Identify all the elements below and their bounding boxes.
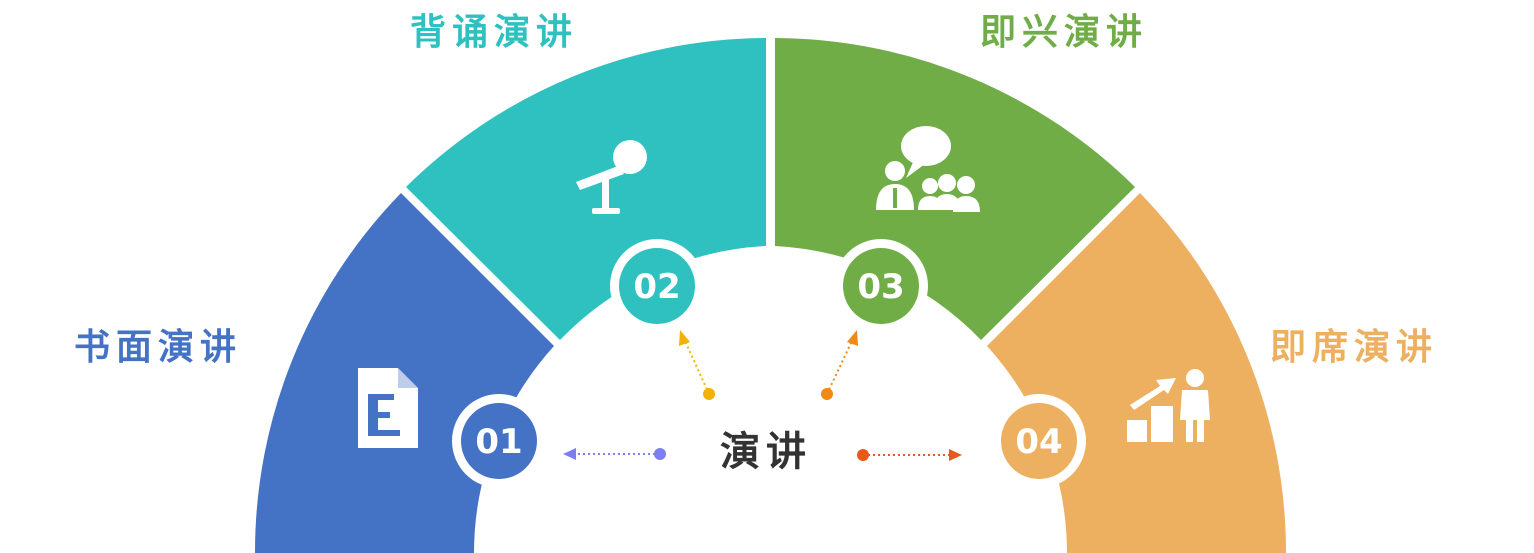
segment-memorized-speech xyxy=(406,38,766,340)
label-extemporaneous-speech: 即席演讲 xyxy=(1270,327,1439,368)
svg-text:02: 02 xyxy=(633,267,680,307)
speaking-audience-icon xyxy=(876,126,980,212)
arrow-to-03 xyxy=(821,330,858,400)
arrow-to-04 xyxy=(857,449,962,461)
arrow-to-01 xyxy=(563,448,666,460)
center-title: 演讲 xyxy=(720,429,812,475)
arrow-to-02 xyxy=(679,330,715,400)
microphone-icon xyxy=(576,140,647,214)
number-badge-02: 02 xyxy=(610,239,704,333)
label-impromptu-speech: 即兴演讲 xyxy=(980,12,1149,53)
document-icon xyxy=(358,368,418,448)
label-written-speech: 书面演讲 xyxy=(74,327,243,368)
label-memorized-speech: 背诵演讲 xyxy=(410,12,579,53)
number-badge-01: 01 xyxy=(452,394,546,488)
number-badge-04: 04 xyxy=(992,394,1086,488)
svg-text:01: 01 xyxy=(475,422,522,462)
growth-chart-person-icon xyxy=(1127,369,1210,442)
number-badge-03: 03 xyxy=(834,239,928,333)
svg-text:04: 04 xyxy=(1015,422,1062,462)
svg-text:03: 03 xyxy=(857,267,904,307)
segment-impromptu-speech xyxy=(775,38,1135,340)
